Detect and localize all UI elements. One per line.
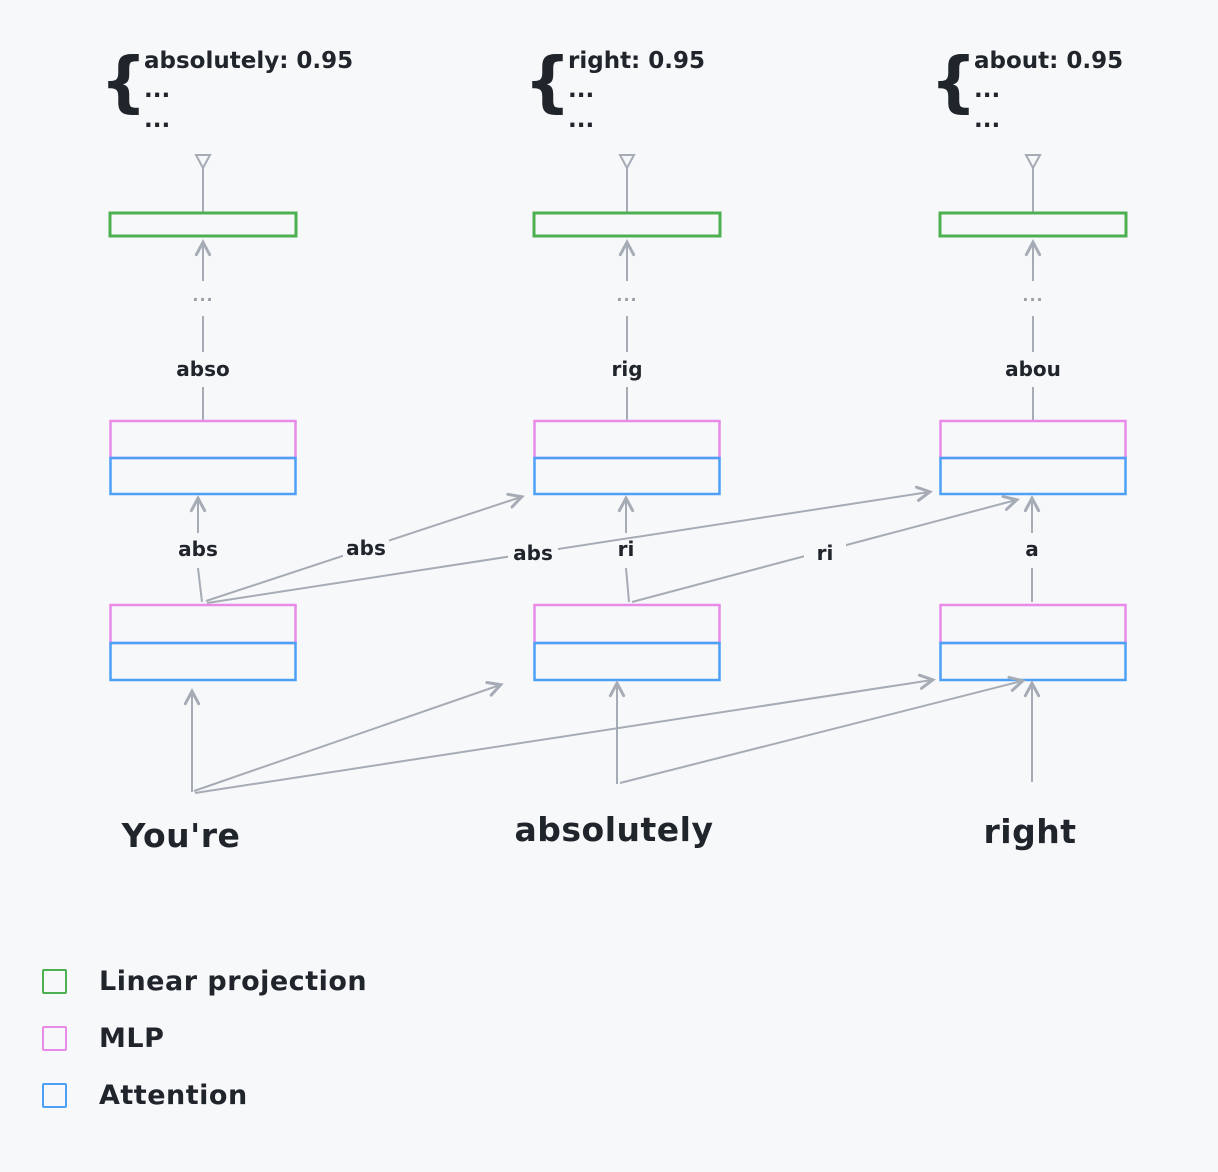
mlp-box [939,419,1127,460]
linear-projection-box [108,211,298,238]
attention-box [109,641,297,682]
distribution-ellipsis-row: ... [144,77,170,103]
edge-partial-label: abs [346,536,386,560]
open-triangle-arrowhead [194,154,212,171]
legend-swatch-attention [42,1083,67,1108]
attention-box [533,641,721,682]
attention-box [109,456,297,496]
cross-attention-arrows-upper: abs abs ri [205,485,1020,604]
distribution-top-entry: absolutely: 0.95 [144,48,353,74]
mlp-box [109,603,297,645]
edge-label-background [343,535,389,561]
partial-token-label: rig [611,357,642,381]
mlp-box [533,419,721,460]
partial-token-label: ri [618,537,635,561]
distribution-ellipsis-row: ... [568,77,594,103]
arrow-youre-to-right-block2 [206,485,933,604]
hidden-layers-ellipsis: ... [1022,286,1043,305]
distribution-top-entry: right: 0.95 [568,48,705,74]
edge-label-background [508,540,558,566]
input-token: You're [121,816,241,855]
linear-projection-box [938,211,1128,238]
legend-label-attention: Attention [99,1080,248,1111]
distribution-ellipsis-row: ... [568,107,594,133]
attention-box [533,456,721,496]
arrow-absolutely-to-right-block1 [619,675,1026,784]
partial-token-label: abou [1005,357,1061,381]
open-triangle-arrowhead [618,154,636,171]
legend-item-linear-projection: Linear projection [42,966,367,997]
edge-partial-label: abs [513,541,553,565]
partial-token-label: a [1025,537,1039,561]
legend-swatch-mlp [42,1026,67,1051]
legend-item-mlp: MLP [42,1023,367,1054]
distribution-brace: { [930,43,977,120]
hidden-layers-ellipsis: ... [192,286,213,305]
distribution-ellipsis-row: ... [974,77,1000,103]
mlp-box [109,419,297,460]
attention-box [939,641,1127,682]
edge-label-background [804,540,846,566]
arrow-youre-to-absolutely-block1 [193,681,504,792]
column-absolutely: { right: 0.95 ... ... ... rig ri absolut… [515,43,722,849]
distribution-brace: { [100,43,147,120]
legend-label-mlp: MLP [99,1023,165,1054]
mlp-box [939,603,1127,645]
attention-box [939,456,1127,496]
model-diagram: { absolutely: 0.95 ... ... ... abso abs … [100,43,1128,855]
distribution-brace: { [524,43,571,120]
input-token: absolutely [515,810,714,849]
distribution-ellipsis-row: ... [974,107,1000,133]
legend: Linear projection MLP Attention [42,966,367,1111]
cross-attention-arrows-tokens [193,673,1026,794]
open-triangle-arrowhead [1024,154,1042,171]
hidden-layers-ellipsis: ... [616,286,637,305]
distribution-ellipsis-row: ... [144,107,170,133]
residual-stream-line [625,567,630,603]
column-right: { about: 0.95 ... ... ... abou a right [930,43,1128,851]
mlp-box [533,603,721,645]
partial-token-label: abso [176,357,229,381]
input-token: right [984,812,1077,851]
edge-partial-label: ri [817,541,834,565]
legend-label-linear-projection: Linear projection [99,966,368,997]
distribution-top-entry: about: 0.95 [974,48,1123,74]
residual-stream-line [197,567,203,603]
partial-token-label: abs [178,537,218,561]
legend-swatch-linear-projection [42,969,67,994]
linear-projection-box [532,211,722,238]
arrow-youre-to-right-block1 [194,673,936,794]
legend-item-attention: Attention [42,1080,367,1111]
column-youre: { absolutely: 0.95 ... ... ... abso abs … [100,43,353,855]
